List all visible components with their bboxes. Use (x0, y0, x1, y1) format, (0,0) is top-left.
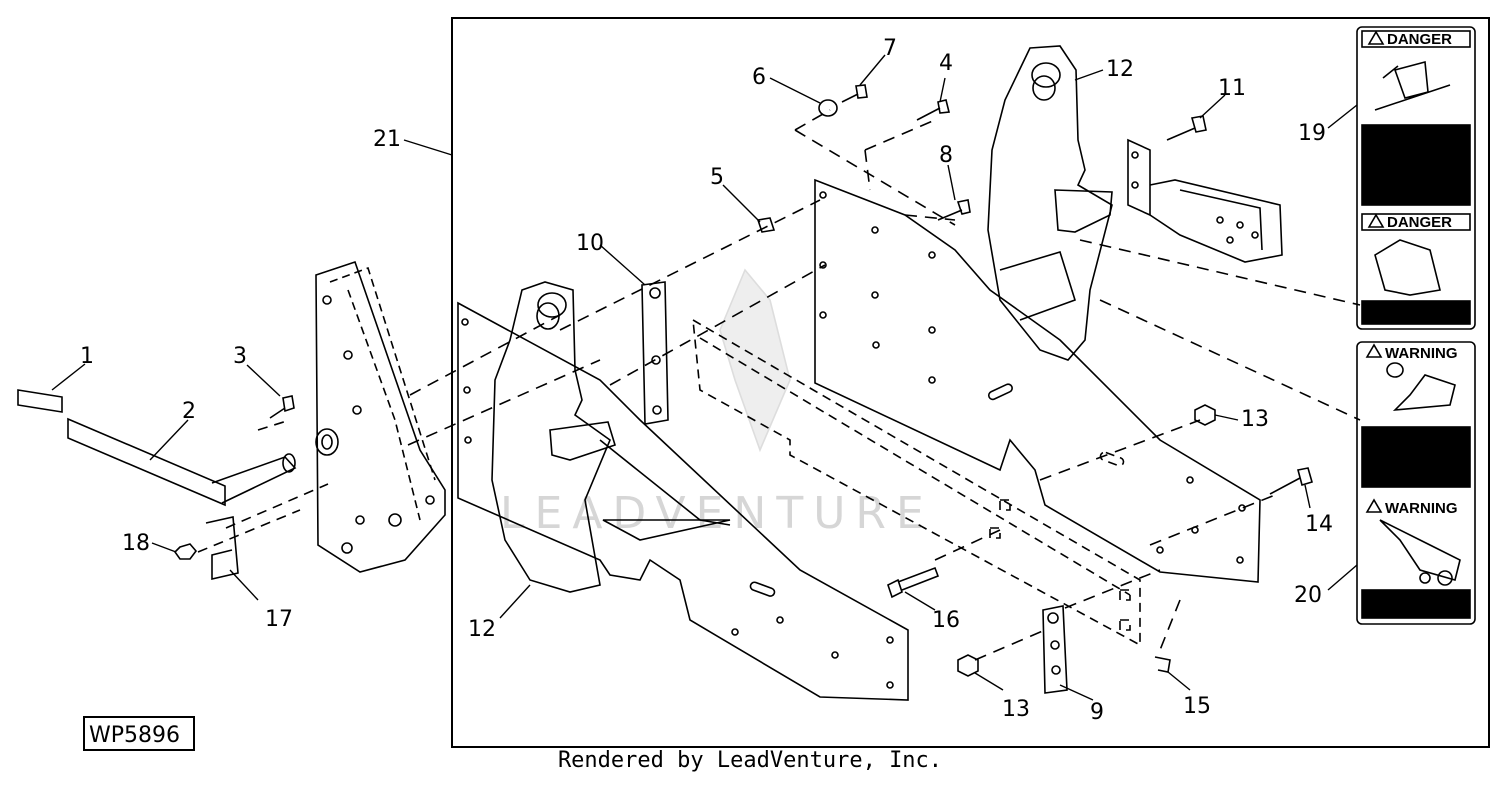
part-1-pad (17, 389, 63, 413)
reference-code-box: WP5896 (83, 716, 195, 751)
assembly-leaders (559, 109, 1361, 661)
watermark-text: LEADVENTURE (500, 488, 934, 539)
callout-16: 16 (932, 608, 960, 633)
part-13-nut-top (1194, 404, 1216, 426)
callout-17: 17 (265, 607, 293, 632)
callout-13b: 13 (1002, 697, 1030, 722)
callout-10: 10 (576, 231, 604, 256)
ghost-mounting-plate (692, 318, 1141, 647)
part-21-side-bracket (315, 260, 446, 573)
reference-code: WP5896 (89, 723, 180, 748)
assembly-border (451, 17, 1490, 748)
callout-14: 14 (1305, 512, 1333, 537)
decal-19-danger (1356, 26, 1476, 330)
callout-18: 18 (122, 531, 150, 556)
part-15-clip (1154, 656, 1171, 673)
part-18-nut (173, 543, 198, 560)
front-side-plate (457, 301, 909, 701)
part-13-nut-bottom (957, 654, 979, 677)
callout-4: 4 (939, 51, 953, 76)
callout-8: 8 (939, 143, 953, 168)
callout-11: 11 (1218, 76, 1246, 101)
part-16-bolt (887, 566, 940, 599)
part-9-strap (1042, 605, 1068, 694)
part-3-bolt (269, 395, 295, 419)
part-6-washer (818, 99, 838, 117)
callout-12a: 12 (1106, 57, 1134, 82)
decal-warning-heading-2: WARNING (1385, 500, 1458, 517)
decal-danger-heading-1: DANGER (1387, 31, 1452, 48)
callout-2: 2 (182, 399, 196, 424)
watermark: LEADVENTURE (500, 268, 934, 539)
callout-3: 3 (233, 344, 247, 369)
callouts: 1 2 3 4 5 6 7 8 9 10 11 12 12 13 13 14 1… (80, 36, 1333, 725)
part-7-bolt (841, 84, 868, 103)
part-11-bolt (1166, 115, 1207, 141)
part-4-bolt (916, 99, 950, 121)
callout-6: 6 (752, 65, 766, 90)
callout-7: 7 (883, 36, 897, 61)
callout-9: 9 (1090, 700, 1104, 725)
callout-20: 20 (1294, 583, 1322, 608)
callout-15: 15 (1183, 694, 1211, 719)
part-17-clip (205, 516, 239, 581)
rear-side-plate (814, 178, 1261, 583)
callout-13a: 13 (1241, 407, 1269, 432)
part-2-bar (67, 417, 226, 507)
part-14-bolt (1269, 467, 1313, 495)
step-bracket (1127, 138, 1283, 263)
callout-1: 1 (80, 344, 94, 369)
decal-20-warning (1356, 341, 1476, 625)
footer-credit: Rendered by LeadVenture, Inc. (557, 748, 943, 773)
part-10-strap (641, 281, 669, 425)
decal-warning-heading-1: WARNING (1385, 345, 1458, 362)
callout-12b: 12 (468, 617, 496, 642)
callout-19: 19 (1298, 121, 1326, 146)
callout-leaders (51, 54, 1358, 701)
decal-danger-heading-2: DANGER (1387, 214, 1452, 231)
callout-21: 21 (373, 127, 401, 152)
part-8-bolt (937, 199, 971, 221)
part-12-quadrant-rear (987, 45, 1113, 361)
part-5-square-nut (756, 217, 776, 233)
callout-5: 5 (710, 165, 724, 190)
